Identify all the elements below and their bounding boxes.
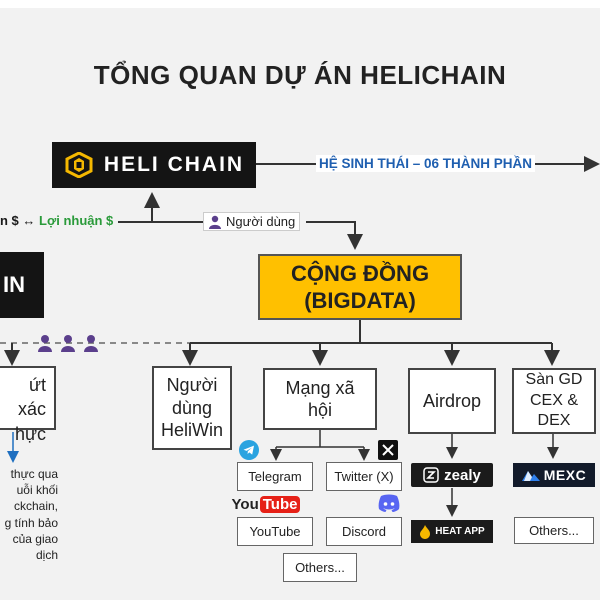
- zealy-text: zealy: [444, 466, 481, 484]
- heli-chain-logo-icon: [65, 152, 93, 178]
- users-text: Người dùng: [226, 214, 296, 229]
- user-group-icon: [38, 335, 98, 352]
- page-title: TỔNG QUAN DỰ ÁN HELICHAIN: [93, 60, 507, 90]
- verify-box: ứt xác hực: [0, 366, 56, 444]
- node-label: Mạng xã: [285, 377, 355, 398]
- node-label: hội: [307, 400, 333, 420]
- youtube-logo-tube: Tube: [259, 495, 301, 513]
- profit-label: n $ ↔ Lợi nhuận $: [0, 213, 113, 228]
- node-label: HeliWin: [160, 420, 223, 441]
- node-label: DEX: [537, 412, 571, 430]
- discord-box: Discord: [326, 517, 402, 546]
- brand-name: HELI CHAIN: [103, 153, 245, 176]
- heliwin-users-box: Người dùng HeliWin: [152, 366, 232, 450]
- community-box: CỘNG ĐỒNG (BIGDATA): [258, 254, 462, 320]
- verify-desc-line: dịch: [35, 547, 58, 562]
- verify-line1: ứt xác: [17, 375, 46, 420]
- mexc-icon: [521, 471, 540, 481]
- mexc-text: MEXC: [543, 467, 587, 483]
- flame-icon: [420, 524, 431, 539]
- verify-desc-line: uỗi khối: [16, 483, 58, 498]
- community-line1: CỘNG ĐỒNG: [290, 260, 430, 286]
- zealy-icon: [423, 467, 439, 483]
- exchange-others-box: Others...: [514, 517, 594, 544]
- mexc-logo: MEXC: [513, 463, 595, 487]
- exchange-box: Sàn GD CEX & DEX: [512, 368, 596, 434]
- zealy-logo: zealy: [411, 463, 493, 487]
- users-label: Người dùng: [203, 212, 301, 231]
- users-to-community-arrow: [306, 221, 363, 250]
- verify-line2: hực: [14, 423, 46, 444]
- user-icon: [209, 215, 221, 229]
- verify-desc-line: g tính bảo: [4, 515, 58, 530]
- node-label: Airdrop: [422, 390, 482, 411]
- social-others-box: Others...: [283, 553, 357, 582]
- left-dark-box: IN: [0, 252, 44, 318]
- heli-chain-box: HELI CHAIN: [52, 142, 256, 188]
- profit-right: Lợi nhuận $: [39, 213, 114, 228]
- heat-app-logo: HEAT APP: [411, 520, 493, 543]
- verify-desc-line: ckchain,: [13, 499, 58, 514]
- node-label: Sàn GD: [525, 370, 583, 388]
- telegram-icon: [239, 440, 259, 460]
- airdrop-box: Airdrop: [408, 368, 496, 434]
- x-twitter-icon: [378, 440, 398, 460]
- verify-description: thực qua uỗi khối ckchain, g tính bảo củ…: [0, 466, 58, 563]
- node-label: dùng: [171, 397, 213, 418]
- twitter-box: Twitter (X): [326, 462, 402, 491]
- community-line2: (BIGDATA): [304, 288, 416, 313]
- ecosystem-label: HỆ SINH THÁI – 06 THÀNH PHẦN: [316, 155, 536, 172]
- heat-app-text: HEAT APP: [435, 526, 485, 537]
- node-label: CEX &: [529, 391, 578, 409]
- youtube-logo-you: You: [231, 495, 259, 513]
- telegram-box: Telegram: [237, 462, 313, 491]
- verify-desc-line: của giao: [12, 531, 58, 546]
- verify-desc-line: thực qua: [10, 467, 58, 481]
- top-band: [0, 0, 600, 8]
- social-network-box: Mạng xã hội: [263, 368, 377, 430]
- profit-left: n $ ↔: [0, 213, 36, 228]
- node-label: Người: [166, 375, 218, 396]
- youtube-box: YouTube: [237, 517, 313, 546]
- discord-icon: [378, 494, 400, 512]
